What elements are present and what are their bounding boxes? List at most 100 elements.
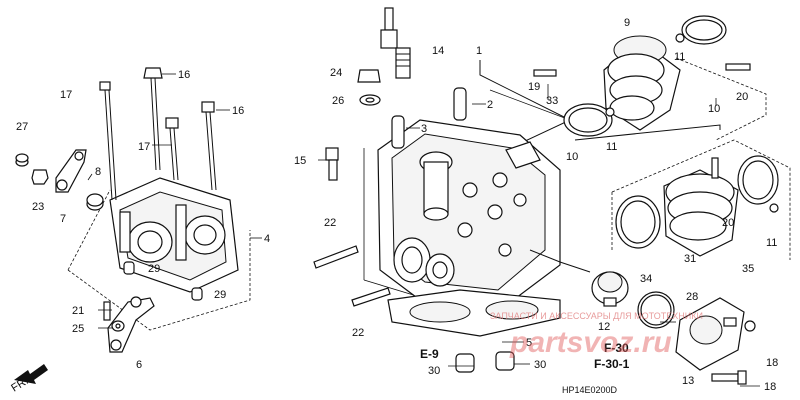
callout-20b: 20 — [722, 217, 734, 229]
decompressor-arm-7 — [55, 149, 87, 193]
watermark: ЗАПЧАСТИ И АКСЕССУАРЫ ДЛЯ МОТОТЕХНИКИ pa… — [490, 311, 703, 359]
callout-6: 6 — [136, 359, 142, 371]
callout-18a: 18 — [766, 357, 778, 369]
watermark-tagline: ЗАПЧАСТИ И АКСЕССУАРЫ ДЛЯ МОТОТЕХНИКИ — [490, 311, 703, 321]
holder-bolt-16a — [143, 67, 163, 171]
bolt-20a — [725, 63, 751, 71]
callout-35: 35 — [742, 263, 754, 275]
camshaft-holder — [109, 177, 239, 301]
cap-nut-24 — [357, 69, 381, 83]
dowel-30b — [495, 351, 515, 371]
callout-14: 14 — [432, 45, 444, 57]
bolt-18a — [744, 320, 756, 332]
callout-2: 2 — [487, 99, 493, 111]
callout-18b: 18 — [764, 381, 776, 393]
nut-11a — [675, 33, 685, 43]
diagram-code: HP14E0200D — [562, 385, 618, 395]
band-left — [563, 103, 613, 137]
head-gasket-5 — [387, 289, 561, 337]
nut-11b — [605, 107, 615, 117]
callout-17a: 17 — [60, 89, 72, 101]
clamp-34 — [615, 195, 661, 249]
callout-3: 3 — [421, 123, 427, 135]
front-arrow-icon — [14, 364, 48, 384]
callout-16b: 16 — [232, 105, 244, 117]
valve-guide-3 — [391, 115, 405, 149]
center-leaders — [318, 84, 760, 387]
callout-5: 5 — [526, 337, 532, 349]
valve-guide-2 — [453, 87, 467, 121]
left-leaders — [87, 73, 230, 329]
holder-bolt-16b — [201, 101, 217, 191]
callout-25: 25 — [72, 323, 84, 335]
callout-26: 26 — [332, 95, 344, 107]
washer-25 — [111, 320, 125, 332]
stud-22a — [313, 245, 359, 269]
intake-group-2 — [574, 124, 791, 260]
callout-11a: 11 — [674, 51, 685, 63]
nut-11c — [769, 203, 779, 213]
callout-8: 8 — [95, 166, 101, 178]
spring-8 — [86, 193, 104, 211]
thermostat-cover-13 — [675, 297, 745, 371]
insulator-9 — [603, 35, 681, 131]
callout-30b: 30 — [534, 359, 546, 371]
washer-27 — [15, 153, 29, 167]
stud-22b — [351, 287, 391, 307]
callout-9: 9 — [624, 17, 630, 29]
spark-plug-14 — [380, 7, 411, 79]
callout-12: 12 — [598, 321, 610, 333]
callout-10b: 10 — [566, 151, 578, 163]
ref-e9: E-9 — [420, 347, 439, 361]
oring-28 — [637, 291, 675, 329]
callout-1: 1 — [476, 45, 482, 57]
watermark-site: partsvoz.ru — [509, 326, 672, 359]
callout-23: 23 — [32, 201, 44, 213]
callout-31: 31 — [684, 253, 696, 265]
callout-11c: 11 — [766, 237, 777, 249]
callout-7: 7 — [60, 213, 66, 225]
callout-22a: 22 — [324, 217, 336, 229]
dowel-30a — [455, 353, 475, 373]
callout-10a: 10 — [708, 103, 720, 115]
callout-19: 19 — [528, 81, 540, 93]
holder-bolt-17a — [99, 81, 117, 201]
rocker-arm-6 — [107, 296, 155, 353]
ref-f30: F-30 — [604, 341, 629, 355]
callout-28: 28 — [686, 291, 698, 303]
callout-34: 34 — [640, 273, 652, 285]
callout-15: 15 — [294, 155, 306, 167]
callout-21: 21 — [72, 305, 84, 317]
callout-11b: 11 — [606, 141, 617, 153]
insulator-31 — [663, 169, 739, 257]
callout-4: 4 — [264, 233, 270, 245]
callout-13: 13 — [682, 375, 694, 387]
callout-33: 33 — [546, 95, 558, 107]
callout-24: 24 — [330, 67, 342, 79]
callout-29b: 29 — [214, 289, 226, 301]
thermostat-group — [529, 249, 756, 385]
nut-23 — [31, 169, 49, 185]
bolt-18b — [711, 370, 747, 385]
callout-30a: 30 — [428, 365, 440, 377]
callout-20a: 20 — [736, 91, 748, 103]
callout-27: 27 — [16, 121, 28, 133]
cylinder-head — [377, 119, 561, 311]
thermostat-12 — [591, 271, 629, 307]
washer-26 — [359, 94, 381, 106]
holder-bolt-17b — [165, 117, 179, 181]
intake-group — [489, 15, 767, 141]
clamp-35 — [737, 155, 779, 205]
bolt-19 — [533, 69, 557, 77]
callout-22b: 22 — [352, 327, 364, 339]
callouts: 1 2 3 4 5 6 7 8 9 10 10 11 11 11 12 13 1… — [9, 17, 778, 395]
callout-16a: 16 — [178, 69, 190, 81]
cylinder-head-group — [313, 7, 571, 373]
ref-f30-1: F-30-1 — [594, 357, 630, 371]
band-top-right — [681, 15, 727, 45]
bolt-20b — [711, 157, 719, 179]
pin-21 — [103, 301, 111, 321]
callout-17b: 17 — [138, 141, 150, 153]
sensor-15 — [325, 147, 339, 181]
callout-29a: 29 — [148, 263, 160, 275]
